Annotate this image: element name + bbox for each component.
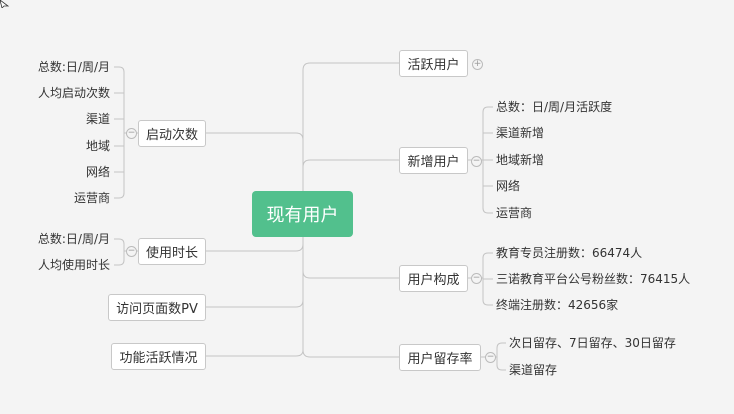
leaf[interactable]: 渠道留存	[509, 363, 558, 377]
leaf[interactable]: 总数:日/周/月	[37, 232, 110, 246]
collapse-icon[interactable]: −	[485, 352, 496, 363]
leaf[interactable]: 总数：日/周/月活跃度	[496, 100, 613, 114]
leaf[interactable]: 运营商	[496, 206, 533, 220]
mouse-cursor-icon	[0, 0, 10, 8]
expand-icon[interactable]: +	[472, 59, 483, 70]
collapse-icon[interactable]: −	[126, 128, 137, 139]
node-page-views[interactable]: 访问页面数PV	[108, 294, 206, 321]
node-user-composition[interactable]: 用户构成	[399, 265, 468, 292]
leaf[interactable]: 地域新增	[496, 153, 545, 167]
leaf[interactable]: 网络	[496, 179, 521, 193]
collapse-icon[interactable]: −	[471, 273, 482, 284]
node-usage-duration[interactable]: 使用时长	[138, 238, 206, 265]
node-new-users[interactable]: 新增用户	[399, 147, 468, 174]
leaf[interactable]: 教育专员注册数：66474人	[496, 246, 643, 260]
leaf[interactable]: 网络	[85, 165, 110, 179]
leaf[interactable]: 人均启动次数	[37, 86, 110, 100]
leaf[interactable]: 渠道	[85, 112, 110, 126]
collapse-icon[interactable]: −	[126, 246, 137, 257]
leaf[interactable]: 总数:日/周/月	[37, 60, 110, 74]
leaf[interactable]: 渠道新增	[496, 126, 545, 140]
node-launch-count[interactable]: 启动次数	[138, 120, 206, 147]
collapse-icon[interactable]: −	[471, 156, 482, 167]
root-node[interactable]: 现有用户	[252, 191, 353, 237]
node-retention-rate[interactable]: 用户留存率	[399, 344, 481, 371]
leaf[interactable]: 终端注册数：42656家	[496, 298, 619, 312]
leaf[interactable]: 人均使用时长	[37, 258, 110, 272]
leaf[interactable]: 三诺教育平台公号粉丝数：76415人	[496, 272, 691, 286]
node-active-users[interactable]: 活跃用户	[399, 50, 468, 77]
leaf[interactable]: 运营商	[73, 191, 110, 205]
node-feature-activity[interactable]: 功能活跃情况	[111, 343, 206, 370]
leaf[interactable]: 地域	[85, 139, 110, 153]
leaf[interactable]: 次日留存、7日留存、30日留存	[509, 336, 676, 350]
